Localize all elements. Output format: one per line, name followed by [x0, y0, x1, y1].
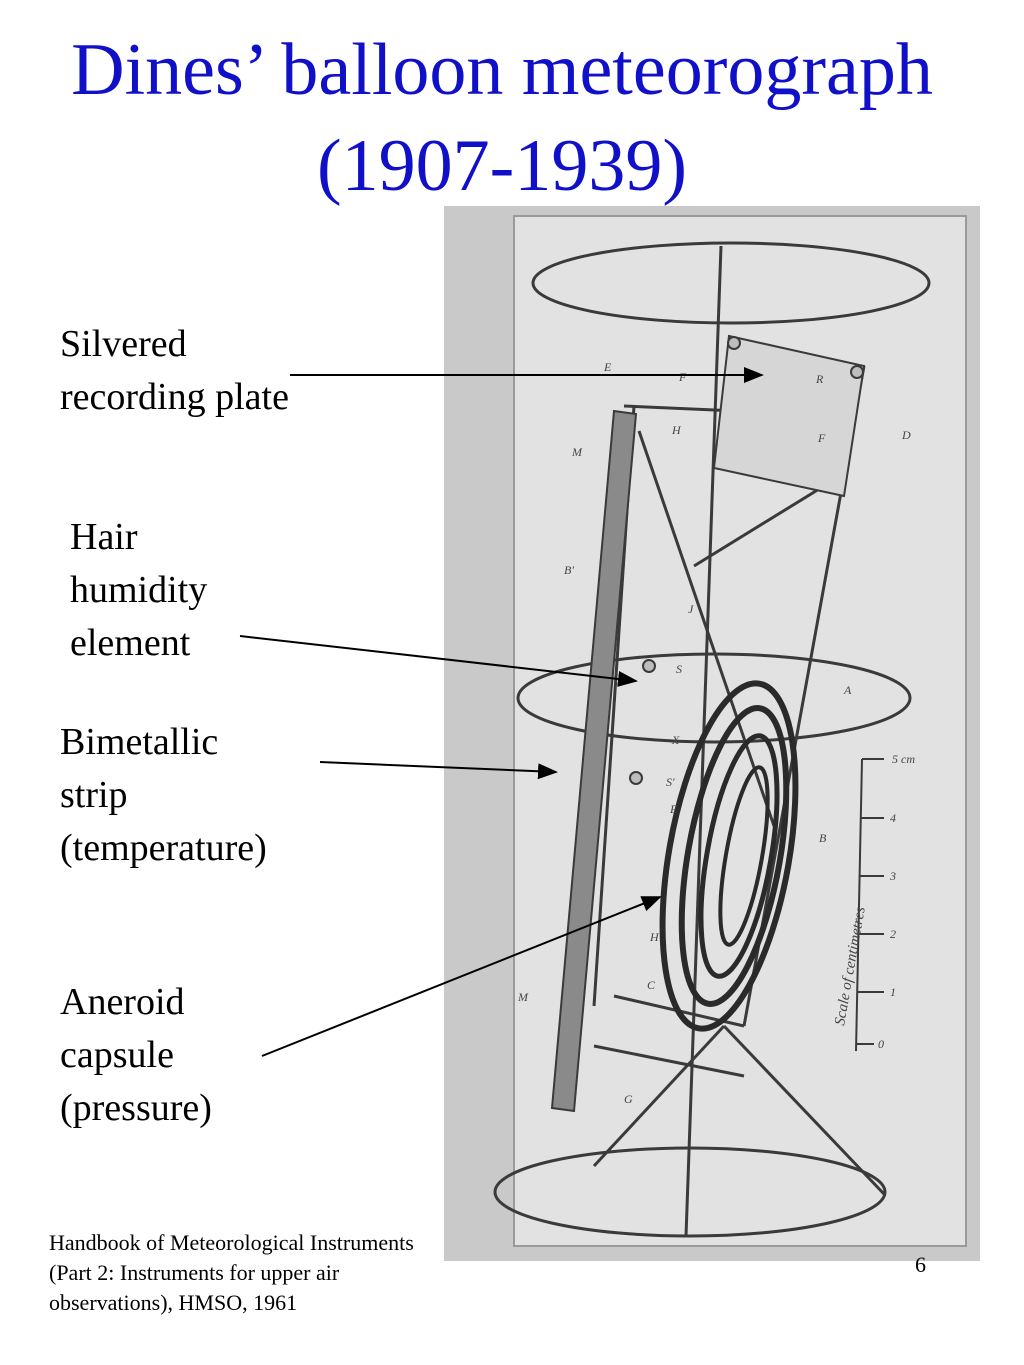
top-ring — [531, 241, 931, 325]
screw-top-left — [727, 336, 741, 350]
scale-mark: 2 — [890, 927, 896, 941]
scale-mark: 5 cm — [892, 752, 915, 766]
label-aneroid-line-2: capsule — [60, 1034, 174, 1076]
screw-s-prime — [629, 771, 643, 785]
aneroid-stack — [659, 680, 799, 1032]
label-hair-humidity-line-2: humidity — [70, 569, 208, 611]
part-letter: M — [517, 990, 529, 1004]
slide-title: Dines’ balloon meteorograph (1907-1939) — [0, 22, 1004, 214]
label-hair-humidity-line-3: element — [70, 622, 191, 664]
scale-axis — [855, 758, 863, 1052]
part-letter: E — [603, 360, 612, 374]
part-letter: B' — [564, 563, 574, 577]
part-letter: E — [669, 802, 678, 816]
source-citation: Handbook of Meteorological Instruments (… — [49, 1230, 414, 1315]
part-letter: R — [815, 372, 824, 386]
part-letter: G — [624, 1092, 633, 1106]
part-letter: X — [671, 733, 680, 747]
label-recording-plate: Silvered recording plate — [60, 318, 289, 424]
recording-plate — [712, 334, 866, 498]
part-letter: H — [649, 930, 660, 944]
title-line-2: (1907-1939) — [317, 125, 687, 207]
scale-mark: 4 — [890, 811, 896, 825]
label-hair-humidity-line-1: Hair — [70, 516, 138, 558]
label-bimetallic-strip: Bimetallic strip (temperature) — [60, 716, 267, 875]
part-letter: S — [676, 662, 682, 676]
label-bimetallic-line-1: Bimetallic — [60, 721, 219, 763]
part-letter: C — [647, 978, 656, 992]
brace-2 — [693, 484, 825, 568]
part-letter: H — [671, 423, 682, 437]
label-bimetallic-line-2: strip — [60, 774, 128, 816]
part-letter: F — [817, 431, 826, 445]
scale-mark: 0 — [878, 1037, 884, 1051]
scale-mark: 3 — [889, 869, 896, 883]
support-1 — [722, 1024, 886, 1196]
title-line-1: Dines’ balloon meteorograph — [71, 29, 933, 111]
screw-s — [642, 659, 656, 673]
scale-mark: 1 — [890, 985, 896, 999]
part-letter: J — [688, 602, 694, 616]
part-letter: M — [571, 445, 583, 459]
brace-1 — [637, 430, 776, 827]
part-letter: F — [678, 370, 687, 384]
support-2 — [592, 1024, 726, 1168]
label-recording-plate-line-2: recording plate — [60, 376, 289, 418]
part-letter: B — [819, 831, 827, 845]
label-aneroid-line-1: Aneroid — [60, 981, 185, 1023]
part-letter: A — [843, 683, 852, 697]
page-number: 6 — [915, 1252, 926, 1277]
label-recording-plate-line-1: Silvered — [60, 323, 187, 365]
part-letter: S' — [666, 775, 675, 789]
label-bimetallic-line-3: (temperature) — [60, 827, 267, 869]
label-aneroid-capsule: Aneroid capsule (pressure) — [60, 976, 212, 1135]
label-aneroid-line-3: (pressure) — [60, 1087, 212, 1129]
label-hair-humidity: Hair humidity element — [70, 511, 207, 670]
screw-top-right — [850, 365, 864, 379]
meteorograph-photo: E F R D M H F B' J S A X S' E B H M C G — [444, 206, 980, 1261]
part-letter: D — [901, 428, 911, 442]
